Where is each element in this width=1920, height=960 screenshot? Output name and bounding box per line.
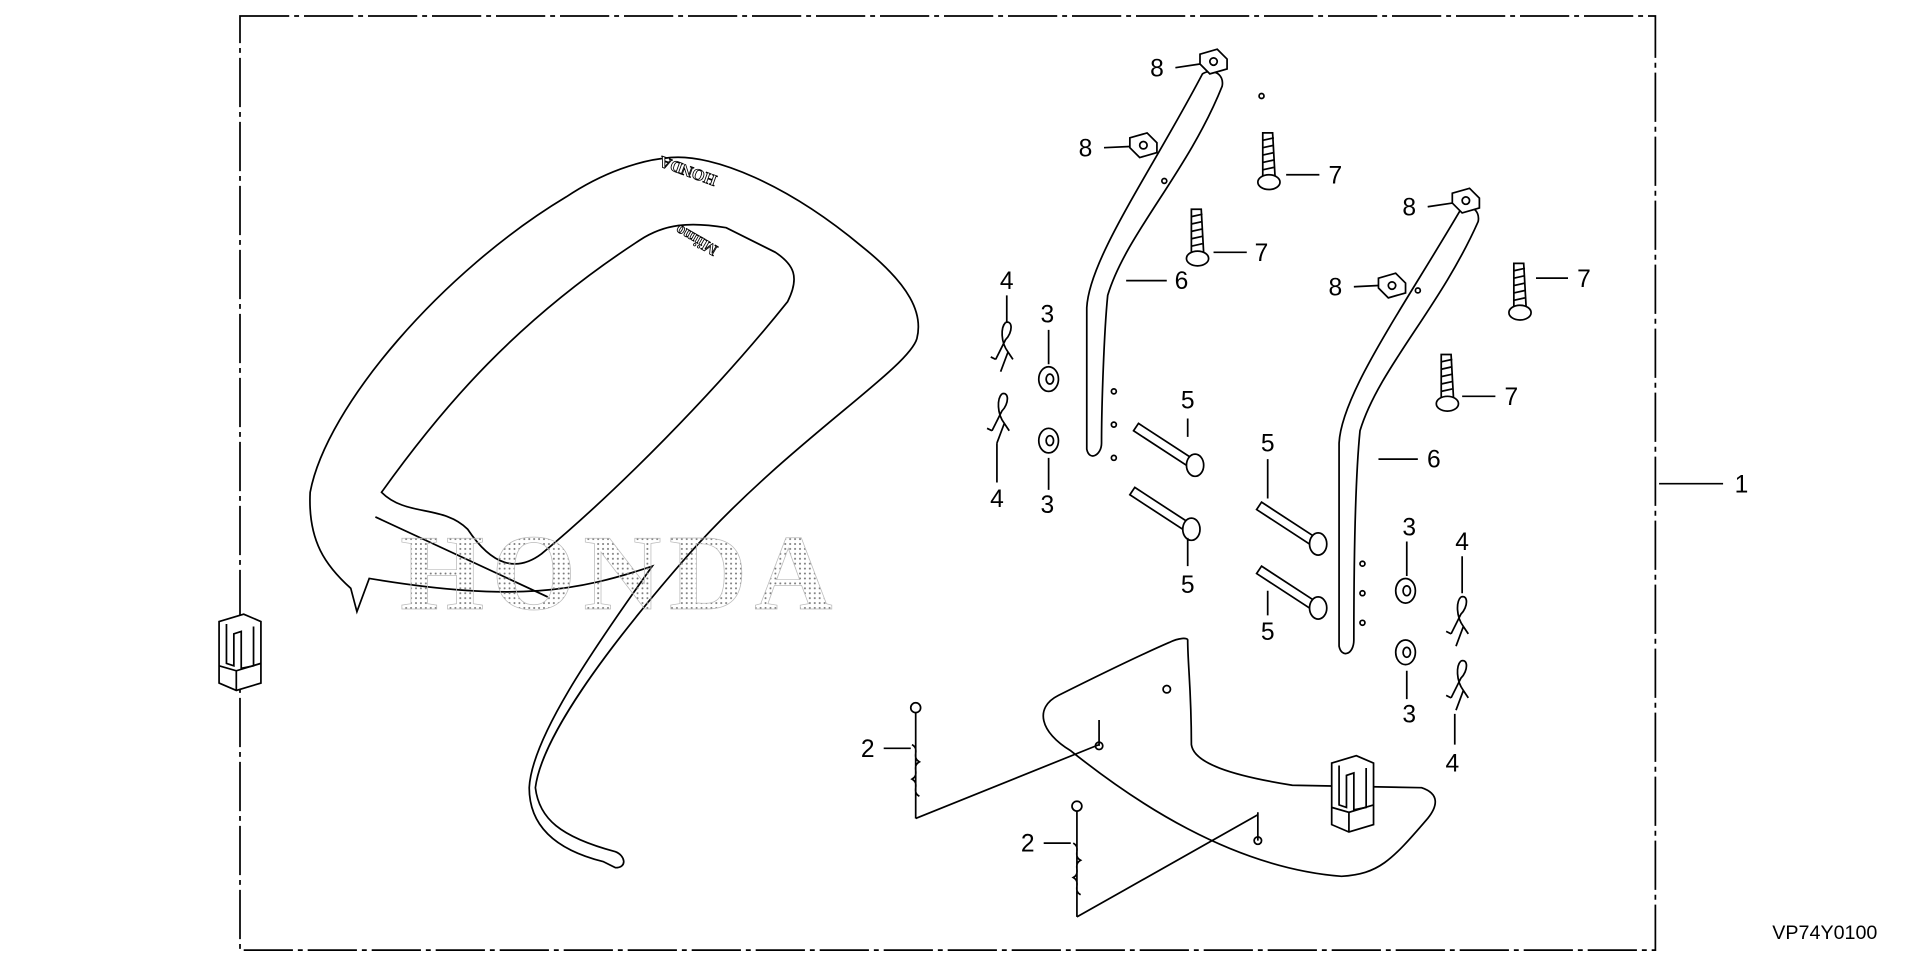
clip-4 (989, 321, 1014, 373)
base-plate (1042, 637, 1437, 878)
callout-8: 8 (1150, 55, 1164, 82)
kit-frame (239, 15, 1657, 952)
callout-7: 7 (1577, 266, 1591, 293)
callout-4: 4 (1455, 529, 1469, 556)
callout-7: 7 (1329, 162, 1343, 189)
callout-3: 3 (1402, 701, 1416, 728)
callout-3: 3 (1402, 514, 1416, 541)
callout-6: 6 (1175, 268, 1189, 295)
callout-4: 4 (1000, 268, 1014, 295)
clip-4 (1445, 659, 1470, 712)
callout-5: 5 (1261, 431, 1275, 458)
callout-4: 4 (990, 486, 1004, 513)
callout-3: 3 (1041, 492, 1055, 519)
callout-5: 5 (1181, 388, 1195, 415)
callout-5: 5 (1181, 572, 1195, 599)
washer-3 (1394, 577, 1417, 604)
nut-8 (1377, 272, 1407, 299)
bolt-7 (1435, 353, 1460, 412)
bolt-7 (1256, 132, 1281, 191)
pin-5 (1255, 501, 1328, 556)
plate-bracket-right (1330, 754, 1375, 833)
callout-7: 7 (1505, 384, 1519, 411)
clip-4 (1445, 595, 1470, 648)
bolt-7 (1508, 262, 1532, 321)
plate-bracket-left (218, 613, 262, 692)
tube-left (1085, 70, 1265, 462)
pin-5 (1128, 486, 1201, 542)
washer-3 (1394, 639, 1417, 666)
pin-2 (909, 701, 922, 820)
bolt-7 (1185, 208, 1210, 267)
cover-part: HONDA Miimo (309, 152, 920, 869)
callout-1: 1 (1735, 471, 1749, 498)
callout-6: 6 (1427, 447, 1441, 474)
callout-3: 3 (1041, 301, 1055, 328)
pin-2 (1071, 800, 1083, 918)
callout-8: 8 (1402, 194, 1416, 221)
callout-8: 8 (1329, 274, 1343, 301)
callout-7: 7 (1255, 240, 1269, 267)
nut-8 (1199, 48, 1228, 75)
callout-4: 4 (1445, 751, 1459, 778)
callout-5: 5 (1261, 619, 1275, 646)
pin-5 (1132, 422, 1205, 478)
nut-8 (1128, 132, 1158, 159)
washer-3 (1037, 365, 1060, 393)
leader-lines (883, 63, 1724, 918)
clip-4 (986, 392, 1011, 444)
callout-2: 2 (1021, 831, 1035, 858)
nut-8 (1451, 187, 1481, 214)
washer-3 (1037, 427, 1060, 454)
honda-watermark: HONDA (400, 513, 840, 633)
tube-right (1338, 205, 1480, 655)
callout-2: 2 (861, 736, 875, 763)
diagram-code: VP74Y0100 (1772, 922, 1877, 944)
callout-8: 8 (1079, 135, 1093, 162)
